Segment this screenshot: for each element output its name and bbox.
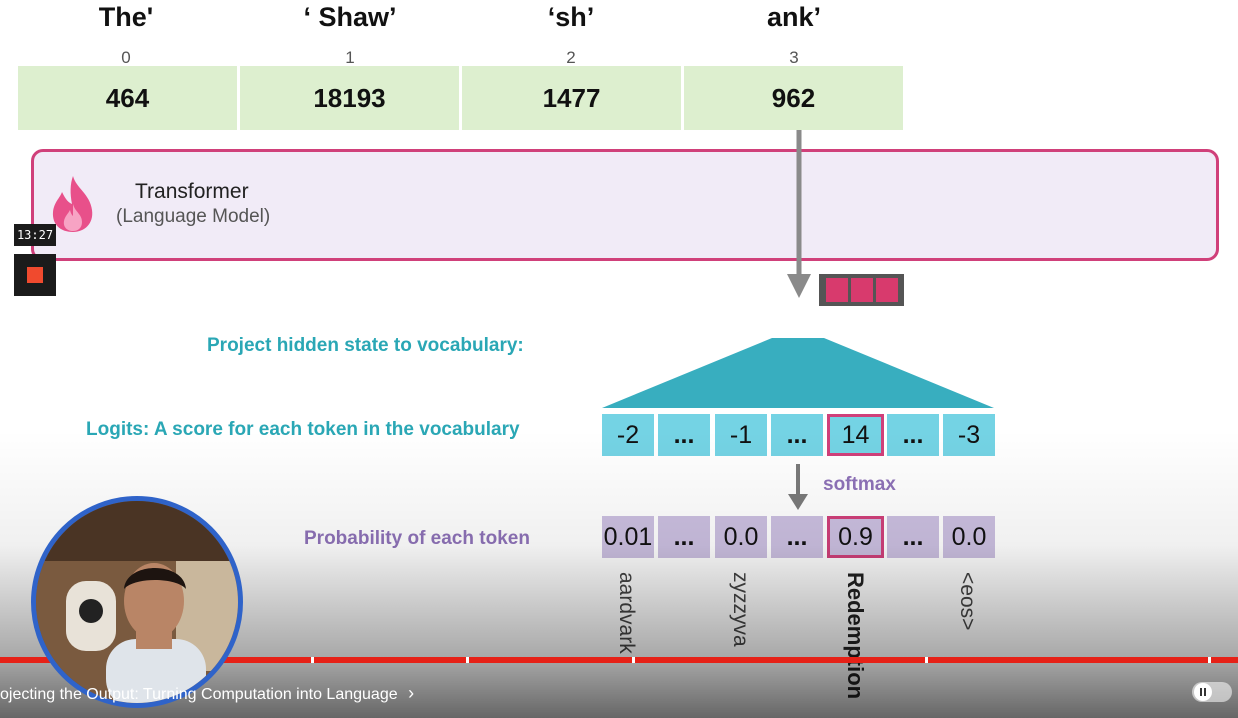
- chapter-title: ojecting the Output: Turning Computation…: [0, 686, 398, 703]
- token-text-2: ‘sh’: [547, 2, 595, 32]
- stop-recording-button[interactable]: [14, 254, 56, 296]
- token-id-3: 962: [684, 66, 903, 130]
- logit-cell-highlighted: 14: [827, 414, 884, 456]
- presenter-video[interactable]: [31, 496, 243, 708]
- probability-label: Probability of each token: [304, 528, 530, 549]
- logit-cell: ...: [771, 414, 823, 456]
- transformer-title: Transformer: [135, 180, 249, 203]
- chapter-marker: [311, 657, 314, 663]
- logit-cell: ...: [887, 414, 939, 456]
- prob-cell: 0.01: [602, 516, 654, 558]
- logit-cell: -2: [602, 414, 654, 456]
- presenter-image: [36, 501, 238, 703]
- prob-cell-highlighted: 0.9: [827, 516, 884, 558]
- token-index-0: 0: [121, 48, 131, 67]
- transformer-subtitle: (Language Model): [116, 206, 271, 227]
- pause-icon: [1194, 683, 1212, 701]
- project-label: Project hidden state to vocabulary:: [207, 335, 524, 356]
- token-index-2: 2: [566, 48, 576, 67]
- vocab-label: zyzzyva: [729, 572, 752, 647]
- chapter-title-link[interactable]: ojecting the Output: Turning Computation…: [0, 683, 414, 704]
- prob-cell: ...: [887, 516, 939, 558]
- projection-shape: [602, 338, 994, 408]
- chevron-right-icon: ›: [408, 683, 415, 703]
- prob-cell: 0.0: [943, 516, 995, 558]
- logits-label: Logits: A score for each token in the vo…: [86, 419, 520, 440]
- token-id-2: 1477: [462, 66, 681, 130]
- transformer-box: [31, 149, 1219, 261]
- down-arrow-icon: [787, 130, 811, 298]
- progress-bar[interactable]: [0, 657, 1238, 663]
- chapter-marker: [925, 657, 928, 663]
- prob-cell: ...: [658, 516, 710, 558]
- softmax-label: softmax: [823, 474, 896, 495]
- token-id-1: 18193: [240, 66, 459, 130]
- chapter-marker: [1208, 657, 1211, 663]
- autoplay-toggle[interactable]: [1192, 682, 1232, 702]
- token-id-0: 464: [18, 66, 237, 130]
- token-text-3: ank’: [766, 2, 822, 32]
- token-text-1: ‘ Shaw’: [303, 2, 397, 32]
- vocab-label: <eos>: [956, 572, 979, 631]
- vocab-label: aardvark: [615, 572, 638, 654]
- logit-cell: -1: [715, 414, 767, 456]
- prob-cell: 0.0: [715, 516, 767, 558]
- logit-cell: ...: [658, 414, 710, 456]
- recording-timer: 13:27: [14, 224, 56, 246]
- hidden-state-vector: [819, 274, 904, 306]
- prob-cell: ...: [771, 516, 823, 558]
- logit-cell: -3: [943, 414, 995, 456]
- token-text-0: The': [98, 2, 154, 32]
- chapter-marker: [632, 657, 635, 663]
- vocab-label-highlighted: Redemption: [843, 572, 868, 700]
- token-index-3: 3: [789, 48, 799, 67]
- flame-icon: [52, 176, 93, 232]
- chapter-marker: [466, 657, 469, 663]
- softmax-arrow-icon: [788, 464, 808, 510]
- token-index-1: 1: [345, 48, 355, 67]
